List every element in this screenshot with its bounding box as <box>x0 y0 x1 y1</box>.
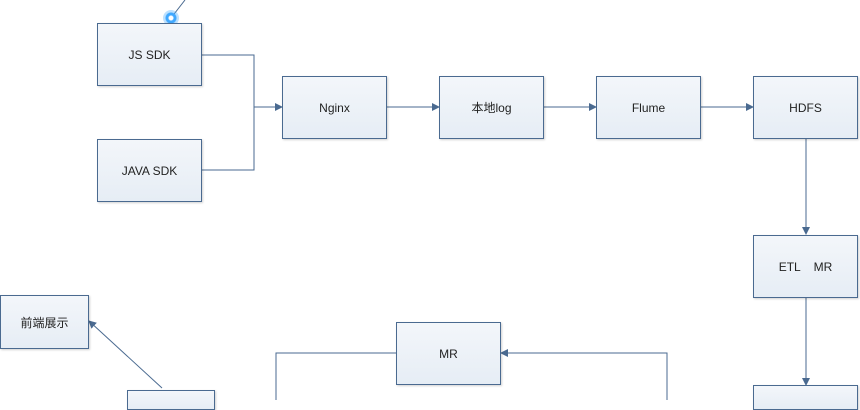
edge-java-sdk-to-nginx <box>202 107 255 171</box>
flow-edges <box>88 0 810 400</box>
node-bottom-left-partial[interactable] <box>127 390 215 410</box>
node-bottom-right-partial[interactable] <box>753 385 858 410</box>
cursor-indicator <box>163 10 179 26</box>
node-etl-mr[interactable]: ETL MR <box>753 235 858 298</box>
node-mr[interactable]: MR <box>396 322 501 385</box>
node-local-log[interactable]: 本地log <box>439 76 544 139</box>
node-java-sdk[interactable]: JAVA SDK <box>97 139 202 202</box>
edge-from-mr <box>275 352 396 400</box>
edge-into-mr <box>500 349 668 400</box>
node-flume[interactable]: Flume <box>596 76 701 139</box>
node-js-sdk[interactable]: JS SDK <box>97 23 202 86</box>
node-hdfs[interactable]: HDFS <box>753 76 858 139</box>
node-nginx[interactable]: Nginx <box>282 76 387 139</box>
edge-to-frontend <box>88 320 163 389</box>
edge-js-sdk-to-nginx <box>202 54 255 107</box>
node-frontend-display[interactable]: 前端展示 <box>0 295 89 349</box>
